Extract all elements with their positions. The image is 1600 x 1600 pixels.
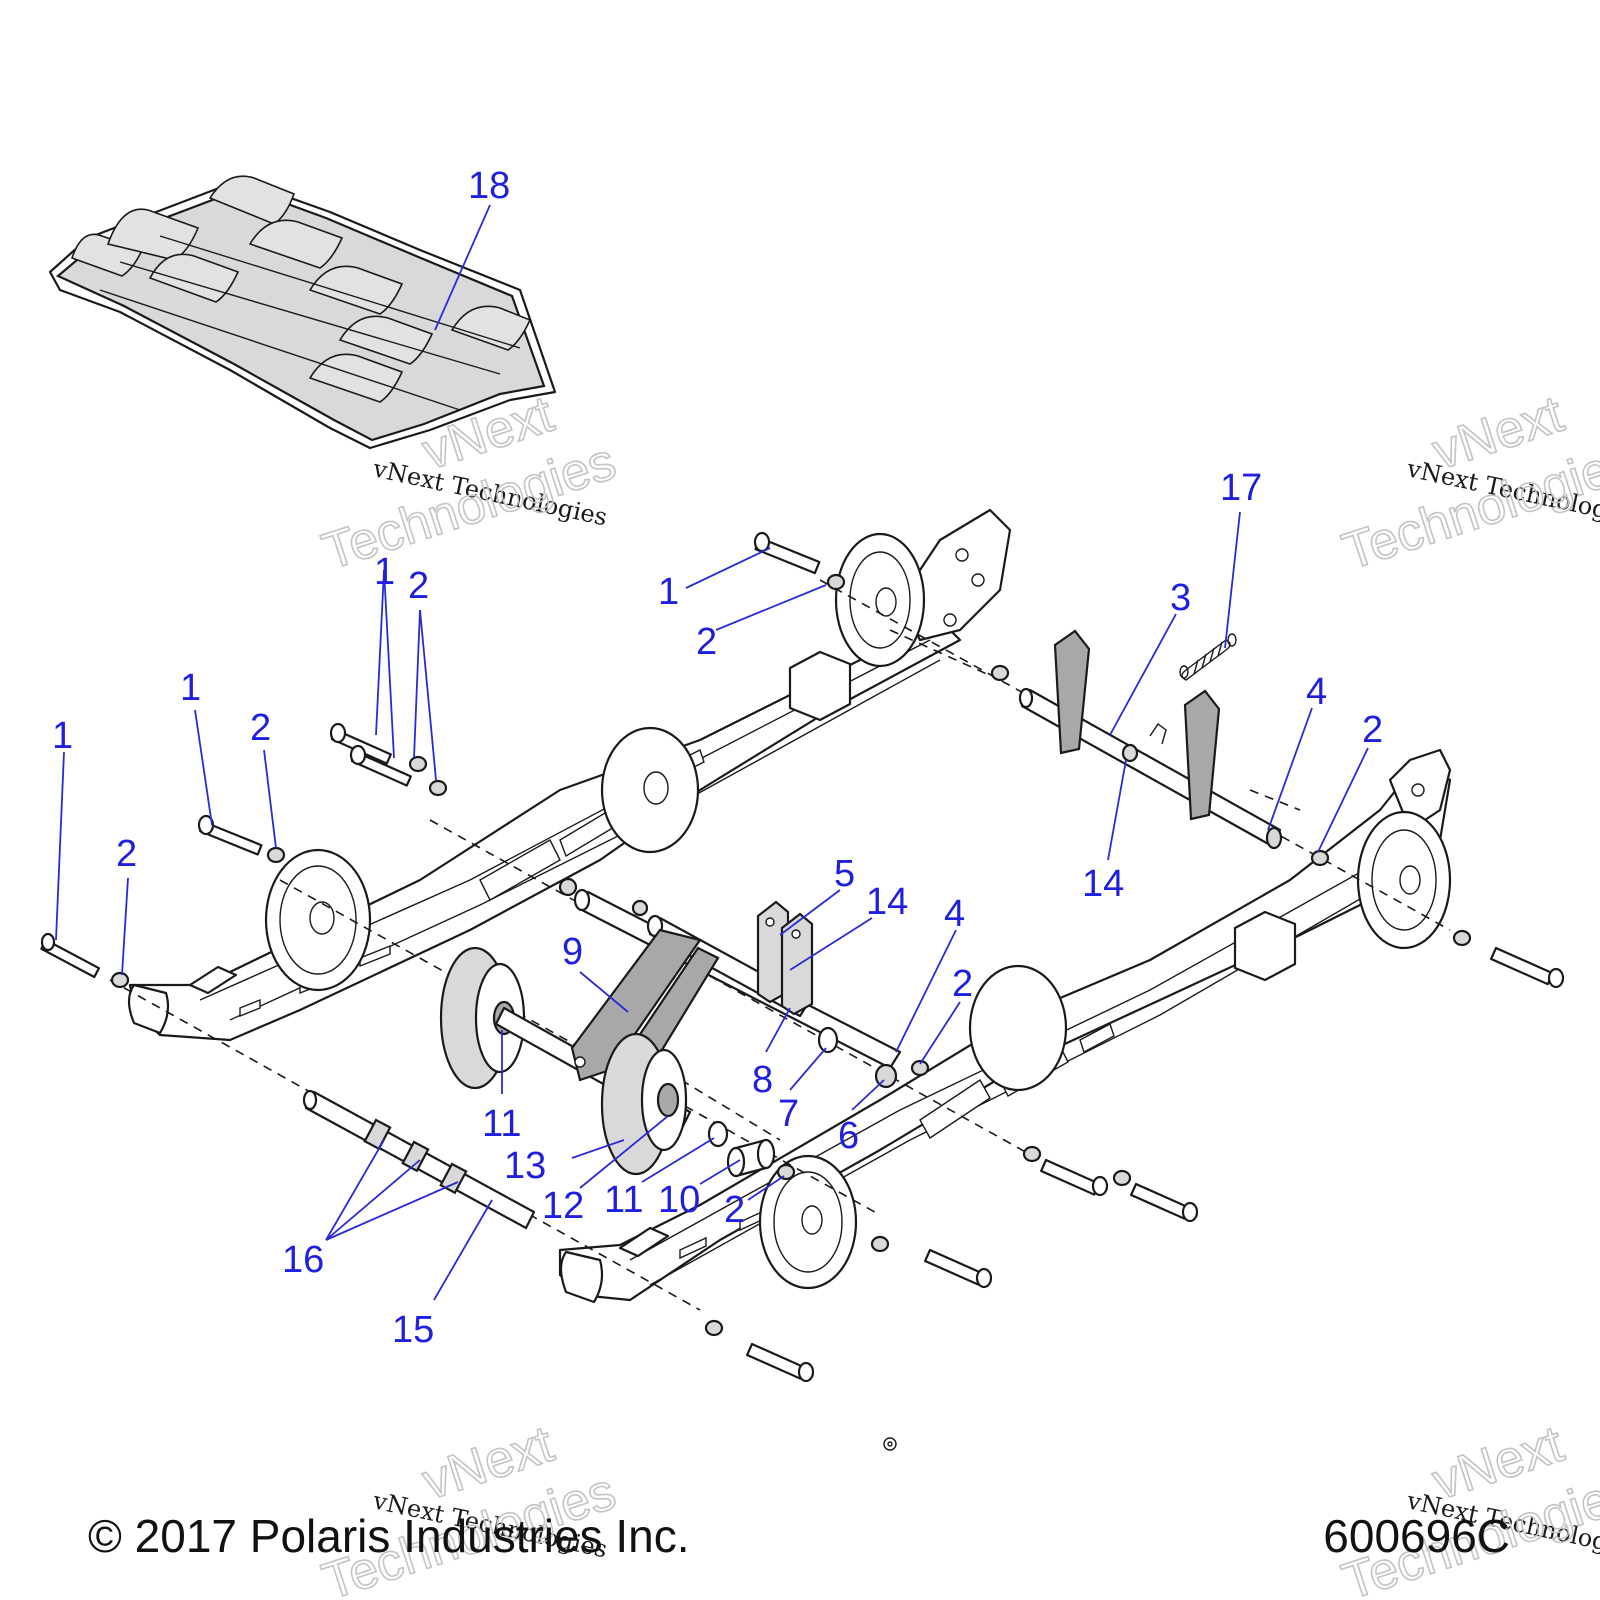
callout-14-mid: 14: [866, 881, 908, 923]
callout-2-shaft: 2: [952, 963, 973, 1005]
callout-11-left: 11: [482, 1103, 521, 1145]
washer-2-mid[interactable]: [910, 1059, 930, 1077]
bolt-left-upper-b[interactable]: [349, 744, 412, 787]
callout-13: 13: [504, 1145, 546, 1187]
callout-1-mid: 1: [180, 667, 201, 709]
callout-3: 3: [1170, 577, 1191, 619]
washer-left-mid[interactable]: [266, 846, 286, 864]
callout-1-front: 1: [52, 715, 73, 757]
callout-2-upper: 2: [408, 565, 429, 607]
washer-right-front-lower[interactable]: [704, 1319, 724, 1337]
footer: © 2017 Polaris Industries Inc. 600696C: [88, 1510, 1510, 1562]
washer-mid-left-b[interactable]: [631, 899, 649, 917]
callout-1-upper: 1: [374, 551, 395, 593]
callout-9: 9: [562, 931, 583, 973]
washer-mid-left[interactable]: [558, 877, 578, 897]
rear-axle-3[interactable]: [1018, 629, 1282, 848]
bolt-right-front-lower[interactable]: [746, 1342, 815, 1383]
washer-right-front-upper[interactable]: [870, 1235, 890, 1253]
callout-2-rear: 2: [1362, 709, 1383, 751]
bracket-5[interactable]: [756, 900, 814, 1016]
bolt-right-mid-a[interactable]: [1040, 1158, 1109, 1197]
bolt-rear-top[interactable]: [753, 531, 821, 575]
callout-6: 6: [838, 1115, 859, 1157]
washer-6[interactable]: [874, 1063, 898, 1089]
washer-11[interactable]: [707, 1120, 729, 1148]
part-number-text: 600696C: [1323, 1510, 1510, 1562]
idler-wheel-right[interactable]: [600, 1032, 688, 1176]
callout-17: 17: [1220, 467, 1262, 509]
washer-rear-top[interactable]: [826, 573, 846, 591]
idler-wheel-left-13[interactable]: [439, 946, 526, 1090]
rear-axle-bushing-14[interactable]: [1121, 743, 1139, 763]
shaft-bushings-16[interactable]: [363, 1118, 468, 1195]
washer-2-idler[interactable]: [776, 1163, 796, 1181]
rear-axle-spacer-4[interactable]: [1265, 826, 1283, 850]
callout-2-front: 2: [116, 833, 137, 875]
washer-right-mid-b[interactable]: [1112, 1169, 1132, 1187]
spacer-10[interactable]: [726, 1138, 776, 1178]
washer-rear-axle-left[interactable]: [990, 664, 1010, 682]
callout-15: 15: [392, 1309, 434, 1351]
callout-7: 7: [778, 1093, 799, 1135]
callout-14-rear: 14: [1082, 863, 1124, 905]
bolt-right-rear[interactable]: [1490, 946, 1565, 989]
right-rail-wheel-mid[interactable]: [968, 964, 1068, 1092]
callout-2-idler: 2: [724, 1189, 745, 1231]
right-rail-wheel-front[interactable]: [758, 1154, 858, 1290]
small-fastener: [883, 1437, 897, 1451]
left-rail-wheel-front[interactable]: [264, 848, 372, 992]
callout-labels: 18 17 3 4 2 14 1 2 1 2 1 2 1 2 5 14 4 2 …: [52, 165, 1383, 1351]
left-rail-wheel-rear[interactable]: [834, 532, 926, 668]
left-rail-wheel-mid[interactable]: [600, 726, 700, 854]
callout-12: 12: [542, 1185, 584, 1227]
track-assembly[interactable]: [48, 175, 557, 450]
spring-17[interactable]: [1179, 633, 1237, 681]
callout-4-rear: 4: [1306, 671, 1327, 713]
bolt-right-front-upper[interactable]: [924, 1248, 993, 1289]
bolt-left-mid[interactable]: [197, 814, 263, 856]
washer-right-rear[interactable]: [1452, 929, 1472, 947]
bolt-left-front[interactable]: [40, 932, 101, 979]
callout-5: 5: [834, 853, 855, 895]
washer-left-upper-b[interactable]: [428, 779, 448, 797]
callout-2-mid: 2: [250, 707, 271, 749]
callout-8: 8: [752, 1059, 773, 1101]
callout-16: 16: [282, 1239, 324, 1281]
callout-4-mid: 4: [944, 893, 965, 935]
washer-7[interactable]: [817, 1026, 839, 1054]
bolt-right-mid-b[interactable]: [1130, 1182, 1199, 1223]
callout-1-top: 1: [658, 571, 679, 613]
copyright-text: © 2017 Polaris Industries Inc.: [88, 1510, 690, 1562]
callout-10: 10: [658, 1179, 700, 1221]
callout-18: 18: [468, 165, 510, 207]
washer-rear-axle-right[interactable]: [1310, 849, 1330, 867]
washer-left-upper-a[interactable]: [408, 755, 428, 773]
callout-2-top: 2: [696, 621, 717, 663]
leader-lines: [55, 204, 1369, 1301]
right-rail-wheel-rear[interactable]: [1356, 810, 1452, 950]
washer-left-front[interactable]: [110, 971, 130, 989]
washer-right-mid-a[interactable]: [1022, 1145, 1042, 1163]
callout-11-right: 11: [604, 1179, 643, 1221]
